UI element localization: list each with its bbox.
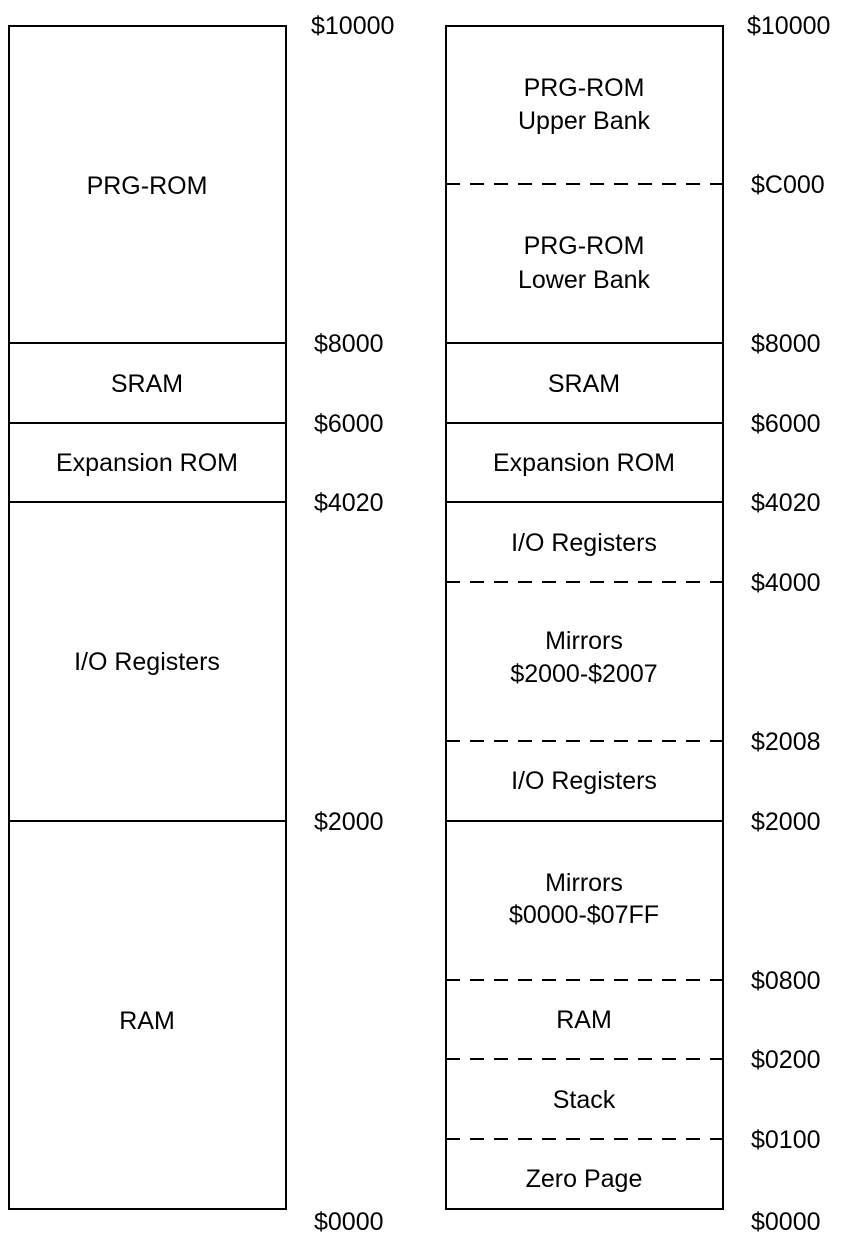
right-region-mirrors-2000-line2: $2000-$2007: [510, 660, 657, 688]
right-address-8000: $8000: [751, 330, 821, 358]
left-address-8000: $8000: [314, 330, 384, 358]
left-region-io-registers: I/O Registers: [74, 648, 220, 676]
left-region-prg-rom: PRG-ROM: [87, 172, 208, 200]
right-address-4000: $4000: [751, 569, 821, 597]
right-region-io-registers-upper: I/O Registers: [511, 529, 657, 557]
left-address-6000: $6000: [314, 410, 384, 438]
left-region-ram: RAM: [119, 1007, 175, 1035]
right-region-mirrors-0000-line2: $0000-$07FF: [509, 901, 659, 929]
right-address-2000: $2000: [751, 808, 821, 836]
right-region-mirrors-0000-line1: Mirrors: [545, 869, 623, 897]
right-region-prg-rom-lower-line1: PRG-ROM: [524, 232, 645, 260]
right-map-outline: [445, 25, 724, 1210]
right-region-prg-rom-lower-line2: Lower Bank: [518, 266, 651, 294]
right-region-zero-page: Zero Page: [526, 1165, 643, 1193]
right-region-io-registers-lower: I/O Registers: [511, 767, 657, 795]
right-region-expansion-rom: Expansion ROM: [493, 449, 675, 477]
left-map-outline: [8, 25, 287, 1210]
left-address-4020: $4020: [314, 489, 384, 517]
left-address-0000: $0000: [314, 1208, 384, 1236]
right-address-0100: $0100: [751, 1126, 821, 1154]
left-address-2000: $2000: [314, 808, 384, 836]
right-address-6000: $6000: [751, 410, 821, 438]
left-address-10000: $10000: [311, 12, 394, 40]
right-address-0800: $0800: [751, 967, 821, 995]
right-region-ram: RAM: [556, 1006, 612, 1034]
right-address-c000: $C000: [751, 171, 825, 199]
right-address-0000: $0000: [751, 1208, 821, 1236]
left-memory-map: PRG-ROM SRAM Expansion ROM I/O Registers…: [8, 12, 394, 1236]
right-region-prg-rom-upper-line1: PRG-ROM: [524, 74, 645, 102]
left-region-expansion-rom: Expansion ROM: [56, 449, 238, 477]
right-address-4020: $4020: [751, 489, 821, 517]
right-region-stack: Stack: [553, 1086, 616, 1114]
right-region-prg-rom-upper-line2: Upper Bank: [518, 107, 651, 135]
right-address-0200: $0200: [751, 1046, 821, 1074]
right-address-2008: $2008: [751, 728, 821, 756]
left-region-sram: SRAM: [111, 370, 183, 398]
right-region-sram: SRAM: [548, 370, 620, 398]
right-region-mirrors-2000-line1: Mirrors: [545, 627, 623, 655]
right-memory-map: PRG-ROM Upper Bank PRG-ROM Lower Bank SR…: [445, 12, 830, 1236]
right-address-10000: $10000: [747, 12, 830, 40]
